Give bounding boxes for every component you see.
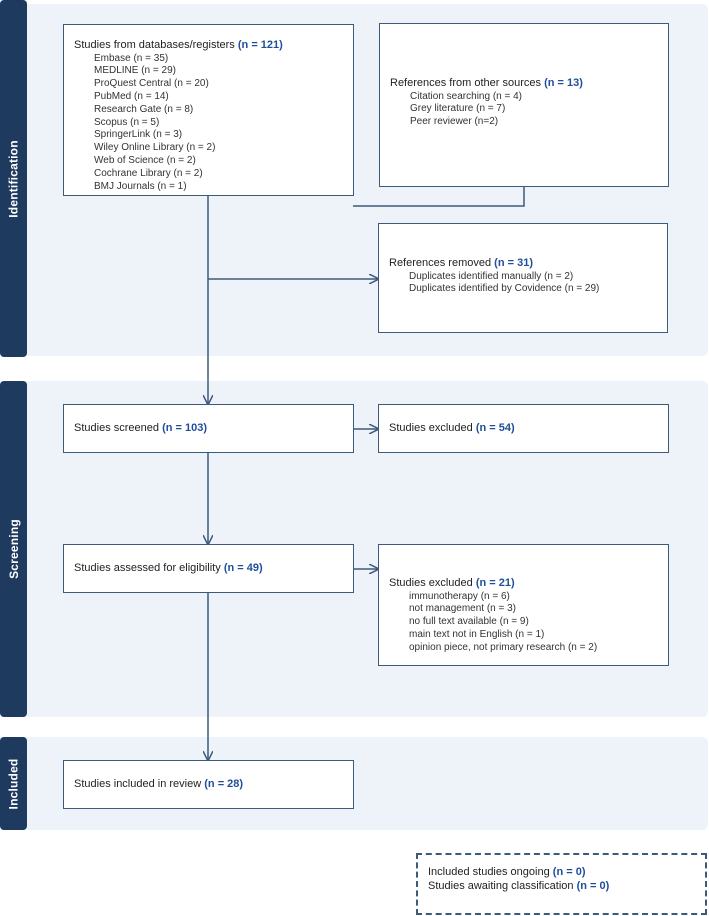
studies-included-box: Studies included in review (n = 28) [63,760,354,809]
database-item: Web of Science (n = 2) [94,155,196,166]
eligibility-text: Studies assessed for eligibility (n = 49… [74,561,263,574]
database-item: BMJ Journals (n = 1) [94,180,187,192]
other-sources-box: References from other sources (n = 13) C… [379,23,669,187]
database-item: SpringerLink (n = 3) [94,129,183,141]
removed-item: Duplicates identified manually (n = 2) [409,270,574,282]
exclusion-reason: immunotherapy (n = 6) [409,590,510,602]
databases-heading: Studies from databases/registers (n = 12… [74,39,283,51]
removed-item: Duplicates identified by Covidence (n = … [409,283,600,295]
database-item: Wiley Online Library (n = 2) [94,142,216,154]
excluded-screen-text: Studies excluded (n = 54) [389,421,515,434]
database-item: MEDLINE (n = 29) [94,65,176,77]
awaiting-line: Studies awaiting classification (n = 0) [428,879,610,892]
exclusion-reason: opinion piece, not primary research (n =… [409,641,598,653]
other-source-item: Peer reviewer (n=2) [410,116,499,128]
studies-excluded-screen-box: Studies excluded (n = 54) [378,404,669,453]
database-item: Scopus (n = 5) [94,116,160,128]
removed-heading: References removed (n = 31) [389,257,533,269]
included-text: Studies included in review (n = 28) [74,777,244,790]
ongoing-awaiting-box: Included studies ongoing (n = 0) Studies… [416,853,707,915]
other-source-item: Citation searching (n = 4) [410,90,523,102]
studies-excluded-full-box: Studies excluded (n = 21) immunotherapy … [378,544,669,666]
database-item: PubMed (n = 14) [94,91,169,103]
excluded-full-heading: Studies excluded (n = 21) [389,577,515,589]
exclusion-reason: no full text available (n = 9) [409,616,529,628]
database-item: Cochrane Library (n = 2) [94,167,203,179]
screening-sidebar: Screening [0,381,27,717]
identification-sidebar: Identification [0,0,27,357]
included-sidebar: Included [0,737,27,830]
connector-other-sources [353,187,525,207]
screened-text: Studies screened (n = 103) [74,421,207,434]
exclusion-reason: not management (n = 3) [409,603,517,615]
eligibility-box: Studies assessed for eligibility (n = 49… [63,544,354,593]
database-item: ProQuest Central (n = 20) [94,78,209,90]
references-removed-box: References removed (n = 31) Duplicates i… [378,223,668,333]
database-item: Research Gate (n = 8) [94,103,194,115]
studies-screened-box: Studies screened (n = 103) [63,404,354,453]
other-sources-heading: References from other sources (n = 13) [390,77,583,89]
ongoing-line: Included studies ongoing (n = 0) [428,866,586,878]
other-source-item: Grey literature (n = 7) [410,103,506,115]
exclusion-reason: main text not in English (n = 1) [409,629,545,641]
databases-box: Studies from databases/registers (n = 12… [63,24,354,196]
database-item: Embase (n = 35) [94,52,169,64]
